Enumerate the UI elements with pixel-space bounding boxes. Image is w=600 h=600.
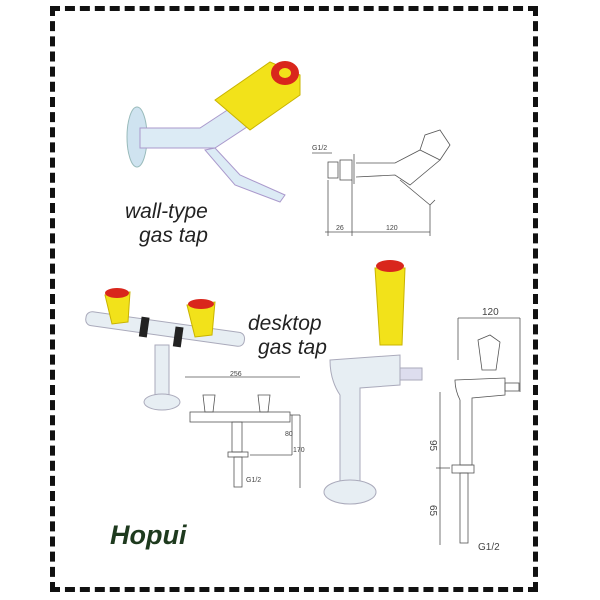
dashed-frame bbox=[50, 6, 538, 592]
single-dim-width: 120 bbox=[482, 307, 499, 318]
double-dim-b: 170 bbox=[293, 447, 305, 454]
caption-line: gas tap bbox=[139, 224, 208, 247]
double-desktop-tap-image bbox=[85, 288, 246, 411]
single-dim-a: 95 bbox=[427, 440, 438, 452]
caption-line: wall-type bbox=[125, 200, 208, 223]
double-tap-drawing bbox=[185, 376, 301, 488]
double-dim-width: 256 bbox=[230, 371, 242, 378]
caption-line: desktop bbox=[248, 312, 322, 335]
double-thread-label: G1/2 bbox=[246, 477, 261, 484]
caption-line: gas tap bbox=[258, 336, 327, 359]
single-dim-b: 65 bbox=[427, 505, 438, 517]
brand-logo: Hopui bbox=[110, 520, 187, 550]
wall-dim-a: 26 bbox=[336, 225, 344, 232]
double-dim-a: 80 bbox=[285, 431, 293, 438]
desktop-caption: desktop gas tap bbox=[248, 312, 327, 360]
wall-dim-b: 120 bbox=[386, 225, 398, 232]
wall-tap-drawing bbox=[312, 129, 451, 236]
single-desktop-tap-image bbox=[323, 260, 423, 505]
single-tap-drawing bbox=[436, 317, 521, 545]
wall-type-tap-image bbox=[126, 61, 301, 203]
single-thread-label: G1/2 bbox=[478, 542, 500, 553]
wall-thread-label: G1/2 bbox=[312, 145, 327, 152]
wall-type-caption: wall-type gas tap bbox=[125, 200, 208, 248]
